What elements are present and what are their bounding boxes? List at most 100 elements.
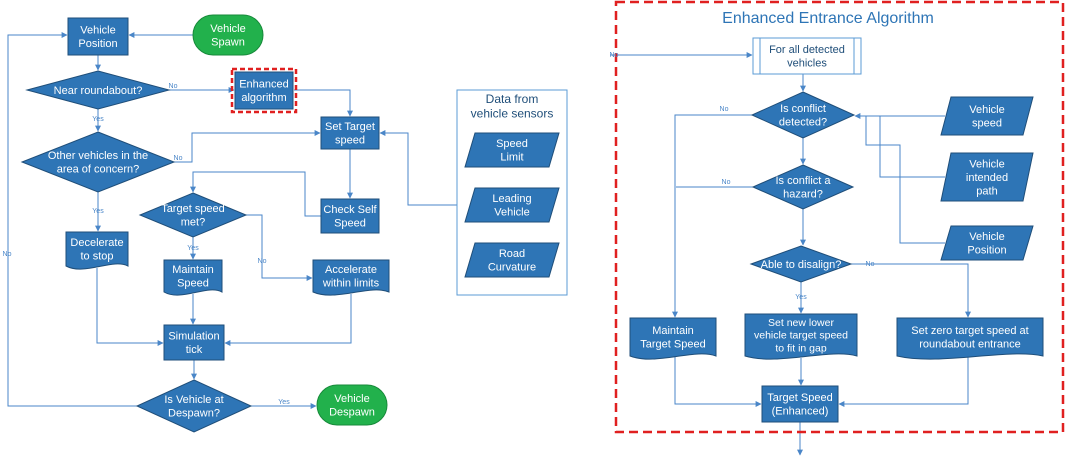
decelerate-box-shape xyxy=(65,231,129,270)
check-self-speed-box-shape xyxy=(320,198,380,234)
simulation-tick-box-shape xyxy=(163,324,225,361)
enhanced-panel-border xyxy=(614,0,1065,434)
near-roundabout-decision-shape xyxy=(25,70,171,110)
label-despawn-yes: Yes xyxy=(278,399,290,406)
edge-maintain-to-target xyxy=(674,356,762,407)
sensor-speed-limit-text-line: Speed xyxy=(496,138,528,150)
set-target-speed-box-text-line: speed xyxy=(335,135,365,147)
input-intended-path-shape xyxy=(940,152,1034,202)
maintain-target-speed-box-text-line: Target Speed xyxy=(640,339,705,351)
other-vehicles-decision-shape xyxy=(20,131,176,193)
at-despawn-decision-text: Is Vehicle at Despawn? xyxy=(164,394,223,420)
vehicle-position-box-text-line: Vehicle xyxy=(80,25,115,37)
label-near-yes: Yes xyxy=(92,116,104,123)
accelerate-box-text-line: Accelerate xyxy=(325,264,377,276)
vehicle-despawn-terminator-shape xyxy=(316,384,388,426)
edge-despawn-no xyxy=(7,32,137,407)
for-all-vehicles-shape xyxy=(752,37,862,75)
other-vehicles-decision-text-line: Other vehicles in the xyxy=(48,150,148,162)
enhanced-panel-title: Enhanced Entrance Algorithm xyxy=(722,10,934,27)
conflict-detected-decision-text-line: Is conflict xyxy=(780,103,826,115)
label-entry-no: No xyxy=(610,52,619,59)
input-vehicle-position-text-line: Position xyxy=(967,245,1006,257)
enhanced-algorithm-box-text-line: Enhanced xyxy=(239,79,289,91)
label-conflict-no: No xyxy=(720,106,729,113)
input-vehicle-position-text-line: Vehicle xyxy=(969,231,1004,243)
label-hazard-no: No xyxy=(722,179,731,186)
set-zero-speed-box-text-line: roundabout entrance xyxy=(919,339,1021,351)
vehicle-position-box-text-line: Position xyxy=(78,38,117,50)
decelerate-box-text-line: to stop xyxy=(80,251,113,263)
input-intended-path-text-line: path xyxy=(976,185,997,197)
set-target-speed-box-text: Set Target speed xyxy=(325,121,375,147)
for-all-vehicles-text-line: For all detected xyxy=(769,44,845,56)
edge-zero-to-target xyxy=(838,356,969,407)
vehicle-spawn-terminator-text-line: Spawn xyxy=(211,37,245,49)
sensor-speed-limit-shape xyxy=(464,132,560,168)
target-speed-met-decision-text-line: met? xyxy=(181,217,205,229)
input-intended-path-text-line: intended xyxy=(966,172,1008,184)
edge-accel-to-tick xyxy=(224,294,352,346)
able-to-disalign-decision-text-line: Able to disalign? xyxy=(761,259,842,271)
sensor-road-curvature-shape xyxy=(464,242,560,278)
set-target-speed-box-text-line: Set Target xyxy=(325,121,375,133)
edge-path-to-conflict xyxy=(879,116,945,178)
target-speed-enhanced-box: Target Speed(Enhanced) xyxy=(761,385,839,423)
label-other-no: No xyxy=(174,155,183,162)
maintain-target-speed-box-text-line: Maintain xyxy=(652,325,694,337)
set-lower-speed-box-text-line: to fit in gap xyxy=(775,343,827,355)
able-to-disalign-decision-text: Able to disalign? xyxy=(761,259,842,271)
at-despawn-decision-text-line: Despawn? xyxy=(168,408,220,420)
set-target-speed-box-shape xyxy=(320,116,380,150)
sensor-road-curvature-text-line: Road xyxy=(499,248,525,260)
maintain-target-speed-box-shape xyxy=(629,317,717,360)
label-disalign-yes: Yes xyxy=(795,294,807,301)
target-speed-enhanced-box-text-line: (Enhanced) xyxy=(772,406,829,418)
maintain-speed-box-text-line: Speed xyxy=(177,278,209,290)
maintain-speed-box-text-line: Maintain xyxy=(172,264,214,276)
near-roundabout-decision-text-line: Near roundabout? xyxy=(54,85,143,97)
accelerate-box-shape xyxy=(312,259,390,296)
label-other-yes: Yes xyxy=(92,208,104,215)
label-disalign-no: No xyxy=(866,261,875,268)
decelerate-box-text: Decelerate to stop xyxy=(70,237,123,263)
sensor-speed-limit-text-line: Limit xyxy=(500,152,523,164)
sensor-panel-title-line: Data from xyxy=(486,92,539,106)
label-despawn-no: No xyxy=(3,251,12,258)
edge-met-no xyxy=(246,214,313,281)
check-self-speed-box-text-line: Check Self xyxy=(323,204,377,216)
label-met-no: No xyxy=(258,258,267,265)
able-to-disalign-decision: Able to disalign? xyxy=(749,245,853,283)
decelerate-box-text-line: Decelerate xyxy=(70,237,123,249)
conflict-hazard-decision-shape xyxy=(751,164,855,210)
input-vehicle-speed-text-line: speed xyxy=(972,118,1002,130)
conflict-hazard-decision-text-line: Is conflict a xyxy=(775,175,831,187)
at-despawn-decision-text-line: Is Vehicle at xyxy=(164,394,223,406)
enhanced-highlight-border xyxy=(230,67,298,114)
